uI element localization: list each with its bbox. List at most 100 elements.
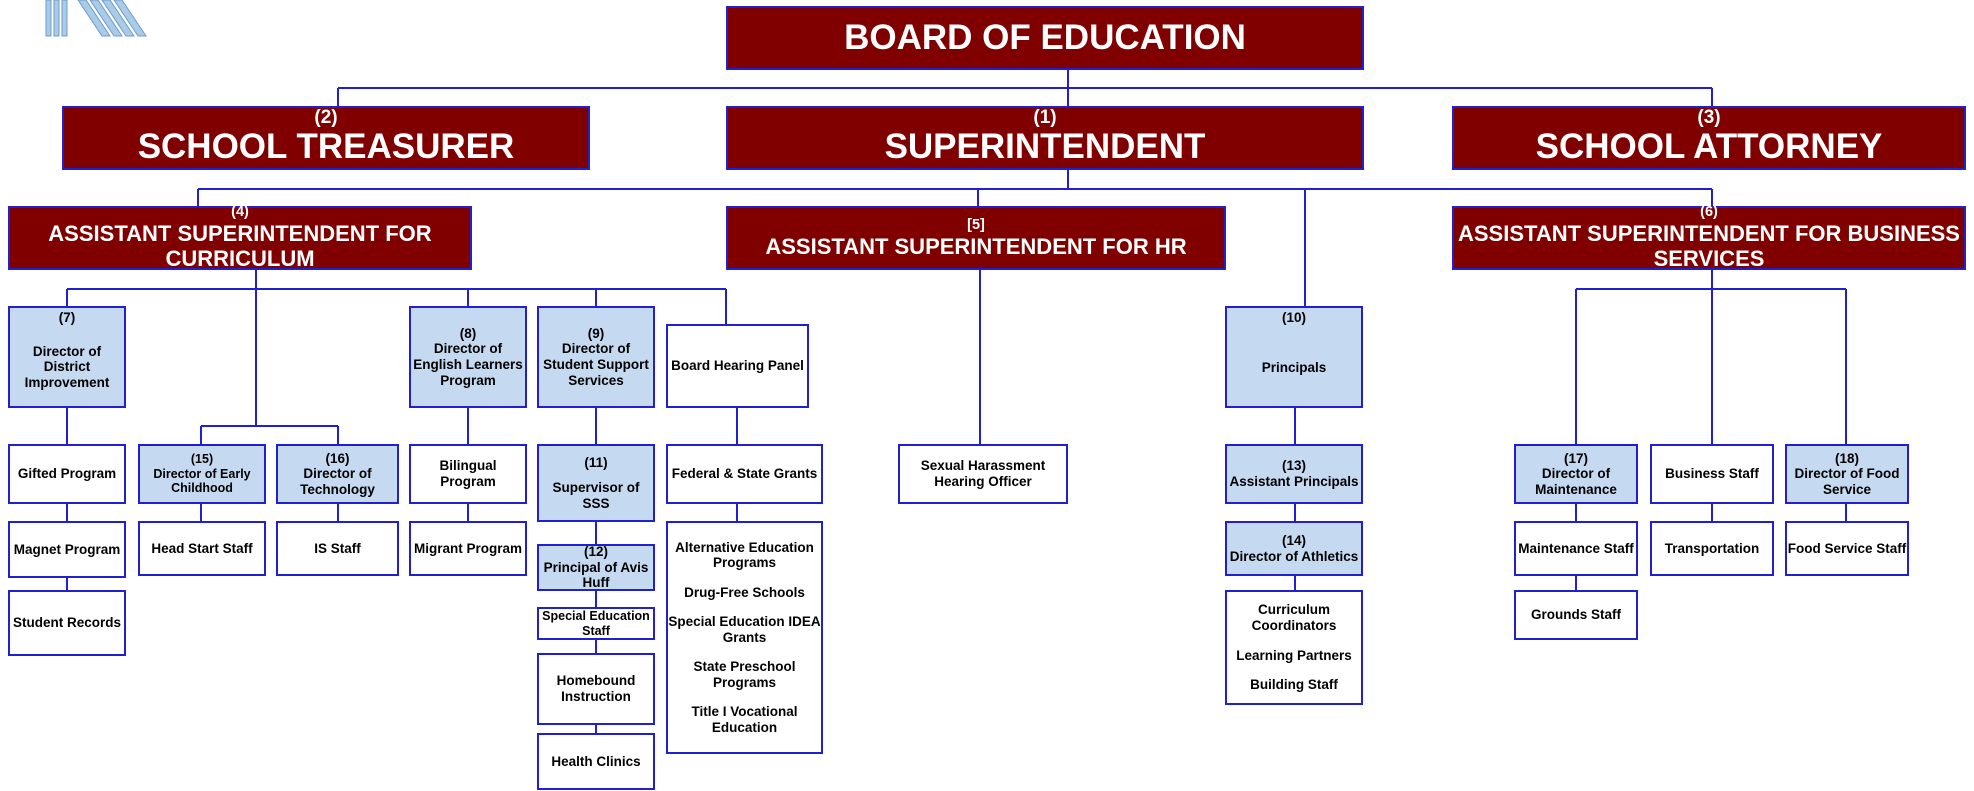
principals-number: (10): [1281, 310, 1306, 325]
grant-program-item: State Preschool Programs: [693, 659, 796, 690]
grant-program-item: Alternative Education Programs: [675, 539, 814, 571]
student-support-title: Director of Student Support Services: [543, 341, 649, 388]
athletics-title: Director of Athletics: [1229, 548, 1359, 564]
director-food-service: (18) Director of Food Service: [1785, 444, 1909, 504]
maintenance-title: Director of Maintenance: [1535, 466, 1617, 497]
business-staff: Business Staff: [1650, 444, 1774, 504]
director-early-childhood: (15) Director of Early Childhood: [138, 444, 266, 504]
bilingual-program: Bilingual Program: [409, 444, 527, 504]
bilingual-label: Bilingual Program: [439, 458, 497, 489]
food-service-title: Director of Food Service: [1794, 466, 1900, 497]
is-staff: IS Staff: [276, 521, 399, 576]
school-attorney: (3) SCHOOL ATTORNEY: [1452, 106, 1966, 170]
maintenance-staff: Maintenance Staff: [1514, 521, 1638, 576]
principal-staff-item: Curriculum Coordinators: [1251, 602, 1337, 633]
superintendent: (1) SUPERINTENDENT: [726, 106, 1364, 170]
magnet-program: Magnet Program: [8, 521, 126, 578]
superintendent-number: (1): [1033, 107, 1057, 129]
migrant-label: Migrant Program: [413, 540, 522, 556]
early-childhood-number: (15): [190, 452, 214, 467]
asst-business-title: ASSISTANT SUPERINTENDENT FOR BUSINESS SE…: [1458, 221, 1960, 272]
principal-avis-huff: (12) Principal of Avis Huff: [537, 544, 655, 591]
asst-supt-business: (6) ASSISTANT SUPERINTENDENT FOR BUSINES…: [1452, 204, 1966, 272]
gifted-program-label: Gifted Program: [17, 466, 117, 482]
director-technology: (16) Director of Technology: [276, 444, 399, 504]
supervisor-sss-title: Supervisor of SSS: [552, 480, 640, 511]
supervisor-sss-number: (11): [584, 454, 608, 470]
grant-program-item: Drug-Free Schools: [684, 584, 805, 600]
avis-huff-title: Principal of Avis Huff: [543, 559, 649, 591]
principals: (10) Principals: [1225, 306, 1363, 408]
assistant-principals-title: Assistant Principals: [1229, 474, 1359, 489]
migrant-program: Migrant Program: [409, 521, 527, 576]
english-learners-title: Director of English Learners Program: [413, 341, 523, 388]
hearing-panel-label: Board Hearing Panel: [671, 358, 804, 374]
attorney-title: SCHOOL ATTORNEY: [1535, 127, 1883, 167]
principal-staff-list: Curriculum Coordinators Learning Partner…: [1225, 590, 1363, 705]
grants-label: Federal & State Grants: [671, 466, 818, 482]
board-title: BOARD OF EDUCATION: [844, 17, 1246, 57]
transportation-label: Transportation: [1664, 540, 1760, 556]
assistant-principals-number: (13): [1281, 458, 1306, 474]
student-records: Student Records: [8, 590, 126, 656]
director-english-learners: (8) Director of English Learners Program: [409, 306, 527, 408]
head-start-staff: Head Start Staff: [138, 521, 266, 576]
assistant-principals: (13) Assistant Principals: [1225, 444, 1363, 504]
treasurer-number: (2): [314, 107, 338, 129]
asst-supt-curriculum: (4) ASSISTANT SUPERINTENDENT FOR CURRICU…: [8, 204, 472, 272]
maintenance-number: (17): [1563, 450, 1588, 466]
student-support-number: (9): [587, 325, 605, 341]
grant-program-item: Title I Vocational Education: [691, 704, 798, 735]
is-staff-label: IS Staff: [314, 540, 361, 556]
asst-curriculum-number: (4): [231, 204, 249, 221]
principal-staff-item: Learning Partners: [1236, 647, 1352, 663]
board-of-education: BOARD OF EDUCATION: [726, 6, 1364, 70]
food-service-number: (18): [1834, 450, 1859, 466]
principals-title: Principals: [1261, 359, 1327, 375]
sexual-harassment-officer: Sexual Harassment Hearing Officer: [898, 444, 1068, 504]
food-staff-label: Food Service Staff: [1787, 540, 1907, 556]
federal-state-grants: Federal & State Grants: [666, 444, 823, 504]
head-start-label: Head Start Staff: [151, 540, 253, 556]
magnet-program-label: Magnet Program: [13, 541, 121, 557]
director-maintenance: (17) Director of Maintenance: [1514, 444, 1638, 504]
homebound-instruction: Homebound Instruction: [537, 653, 655, 725]
food-service-staff: Food Service Staff: [1785, 521, 1909, 576]
harassment-officer-label: Sexual Harassment Hearing Officer: [920, 458, 1046, 489]
health-clinics: Health Clinics: [537, 733, 655, 790]
principal-staff-item: Building Staff: [1250, 677, 1338, 693]
district-improvement-number: (7): [58, 310, 76, 325]
superintendent-title: SUPERINTENDENT: [884, 127, 1206, 167]
homebound-label: Homebound Instruction: [556, 673, 636, 704]
treasurer-title: SCHOOL TREASURER: [137, 127, 515, 167]
attorney-number: (3): [1697, 107, 1721, 129]
district-improvement-title: Director of District Improvement: [24, 343, 110, 390]
athletics-number: (14): [1281, 532, 1306, 548]
logo-icon: [45, 0, 147, 37]
asst-hr-number: [5]: [967, 217, 985, 234]
technology-title: Director of Technology: [300, 466, 375, 497]
grounds-staff: Grounds Staff: [1514, 590, 1638, 640]
health-clinics-label: Health Clinics: [551, 753, 641, 769]
special-education-staff: Special Education Staff: [537, 607, 655, 640]
school-treasurer: (2) SCHOOL TREASURER: [62, 106, 590, 170]
asst-business-number: (6): [1700, 204, 1718, 221]
special-ed-label: Special Education Staff: [542, 609, 650, 638]
asst-curriculum-title: ASSISTANT SUPERINTENDENT FOR CURRICULUM: [48, 221, 432, 272]
transportation: Transportation: [1650, 521, 1774, 576]
grounds-staff-label: Grounds Staff: [1531, 607, 1621, 623]
student-records-label: Student Records: [12, 615, 121, 631]
asst-supt-hr: [5] ASSISTANT SUPERINTENDENT FOR HR: [726, 206, 1226, 270]
grant-programs-list: Alternative Education Programs Drug-Free…: [666, 521, 823, 754]
board-hearing-panel: Board Hearing Panel: [666, 324, 809, 408]
director-athletics: (14) Director of Athletics: [1225, 521, 1363, 576]
supervisor-sss: (11) Supervisor of SSS: [537, 444, 655, 522]
maintenance-staff-label: Maintenance Staff: [1518, 540, 1634, 556]
director-student-support: (9) Director of Student Support Services: [537, 306, 655, 408]
asst-hr-title: ASSISTANT SUPERINTENDENT FOR HR: [765, 233, 1187, 259]
director-district-improvement: (7) Director of District Improvement: [8, 306, 126, 408]
technology-number: (16): [325, 450, 350, 466]
business-staff-label: Business Staff: [1665, 466, 1759, 482]
english-learners-number: (8): [459, 325, 477, 341]
